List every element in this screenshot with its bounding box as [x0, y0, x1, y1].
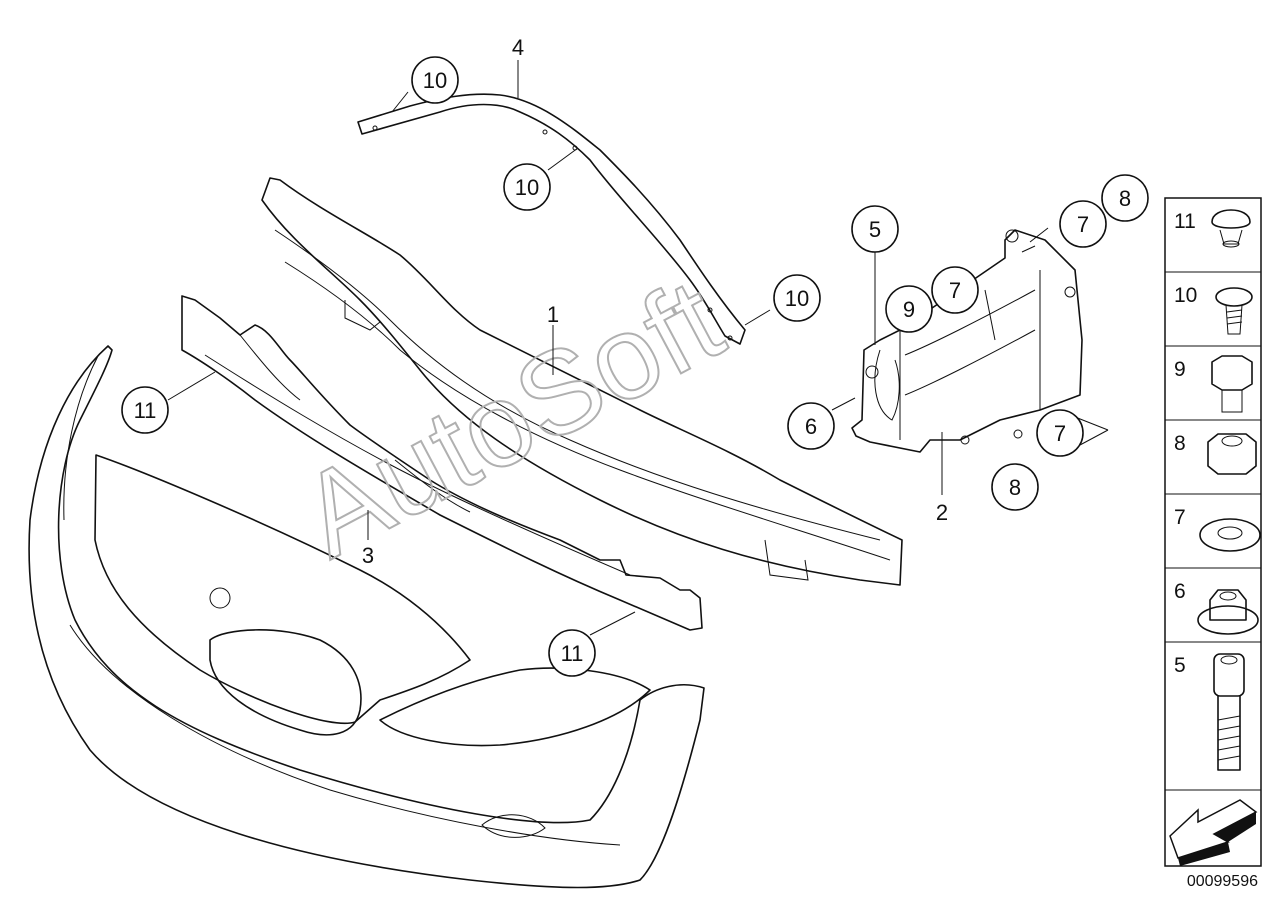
svg-text:7: 7 [1054, 421, 1066, 446]
direction-arrow-icon [1169, 799, 1258, 866]
hex-nut-icon [1207, 433, 1257, 475]
callout-7-upper: 7 [931, 266, 979, 314]
diagram-code: 00099596 [1187, 873, 1258, 890]
callout-10-right: 10 [773, 274, 821, 322]
svg-text:9: 9 [903, 297, 915, 322]
hex-bolt-icon [1211, 355, 1253, 413]
legend-item-11: 11 [1174, 210, 1196, 233]
support-bracket [357, 93, 746, 345]
label-part-2: 2 [936, 500, 948, 525]
callout-6: 6 [787, 402, 835, 450]
svg-text:10: 10 [423, 68, 447, 93]
svg-text:7: 7 [949, 278, 961, 303]
mounting-bracket [851, 229, 1083, 453]
screw-icon [1215, 287, 1253, 335]
callout-5: 5 [851, 205, 899, 253]
leader-lines [167, 60, 1109, 636]
callout-10-middle: 10 [503, 163, 551, 211]
legend-item-7: 7 [1174, 506, 1186, 529]
legend-item-8: 8 [1174, 432, 1186, 455]
svg-text:8: 8 [1119, 186, 1131, 211]
legend-item-5: 5 [1174, 654, 1186, 677]
svg-text:10: 10 [515, 175, 539, 200]
svg-text:11: 11 [134, 398, 157, 423]
fastener-legend: 11 10 9 8 7 6 5 [1164, 197, 1262, 867]
legend-item-10: 10 [1174, 284, 1197, 307]
svg-text:10: 10 [785, 286, 809, 311]
bumper-cover [28, 345, 705, 889]
energy-absorber [181, 295, 703, 631]
flange-nut-icon [1197, 589, 1259, 635]
callout-11-left: 11 [121, 386, 169, 434]
bumper-carrier [261, 177, 903, 586]
callout-7-top-right: 7 [1059, 200, 1107, 248]
legend-item-9: 9 [1174, 358, 1186, 381]
watermark: AutoSoft [280, 254, 742, 583]
svg-text:11: 11 [561, 641, 584, 666]
callout-10-top: 10 [411, 56, 459, 104]
label-part-4: 4 [512, 35, 524, 60]
cap-screw-icon [1213, 653, 1245, 771]
svg-text:7: 7 [1077, 212, 1089, 237]
callout-7-bottom: 7 [1036, 409, 1084, 457]
svg-text:6: 6 [805, 414, 817, 439]
label-part-3: 3 [362, 543, 374, 568]
callout-11-bottom: 11 [548, 629, 596, 677]
clip-icon [1211, 209, 1251, 248]
washer-icon [1199, 518, 1261, 552]
callout-8-bottom: 8 [991, 463, 1039, 511]
callout-9: 9 [885, 285, 933, 333]
svg-text:8: 8 [1009, 475, 1021, 500]
legend-item-6: 6 [1174, 580, 1186, 603]
svg-text:5: 5 [869, 217, 881, 242]
callout-8-top-right: 8 [1101, 174, 1149, 222]
label-part-1: 1 [547, 302, 559, 327]
